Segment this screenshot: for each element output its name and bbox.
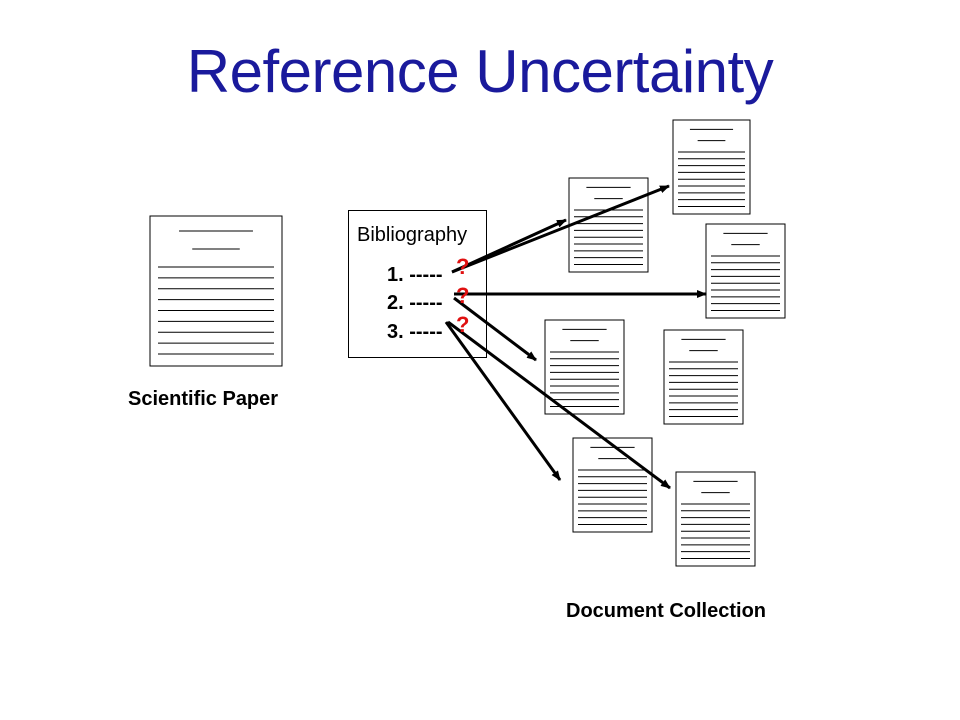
bibliography-entry-1: 1. -----: [387, 264, 443, 286]
bibliography-title: Bibliography: [357, 224, 468, 246]
collection-document-icon: [663, 329, 744, 425]
collection-document-icon: [572, 437, 653, 533]
collection-document-icon: [672, 119, 751, 215]
collection-document-icon: [544, 319, 625, 415]
collection-document-icon: [705, 223, 786, 319]
scientific-paper-icon: [149, 215, 283, 367]
scientific-paper-caption: Scientific Paper: [128, 388, 279, 410]
reference-arrow: [451, 184, 670, 274]
slide-title: Reference Uncertainty: [186, 38, 774, 105]
uncertainty-mark-1: ?: [456, 254, 470, 279]
bibliography-entry-2: 2. -----: [387, 292, 443, 314]
reference-arrow: [444, 321, 562, 481]
uncertainty-mark-3: ?: [456, 312, 470, 337]
collection-document-icon: [568, 177, 649, 273]
document-collection-caption: Document Collection: [566, 600, 767, 622]
bibliography-entry-3: 3. -----: [387, 321, 443, 343]
uncertainty-mark-2: ?: [456, 283, 470, 308]
reference-arrow: [447, 320, 671, 490]
collection-document-icon: [675, 471, 756, 567]
reference-arrow: [453, 296, 537, 362]
